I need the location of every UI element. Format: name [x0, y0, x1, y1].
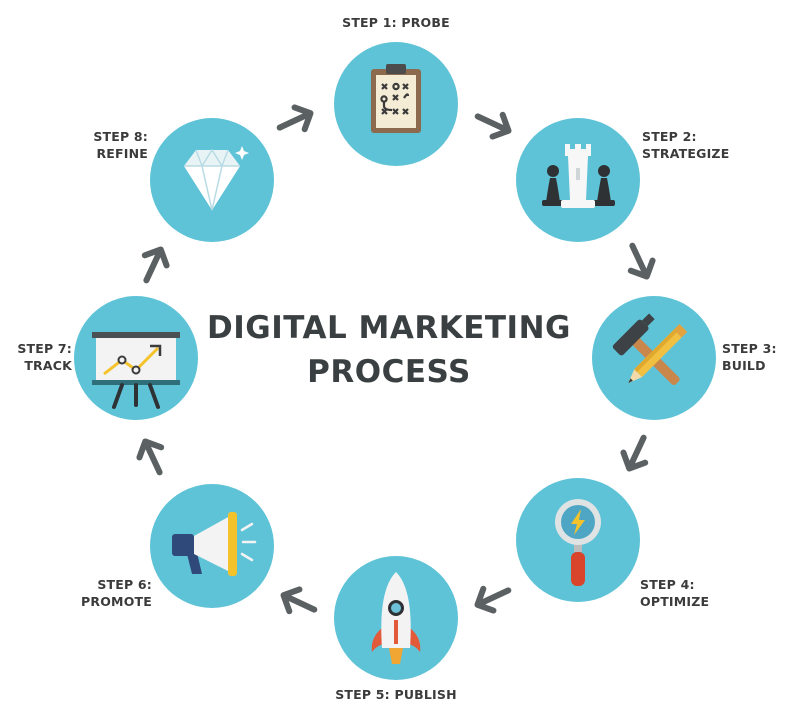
step-4-label: STEP 4:OPTIMIZE	[640, 577, 710, 609]
arrow-3-to-4-icon	[620, 434, 649, 472]
step-8-circle	[150, 118, 274, 242]
chart-easel-icon	[92, 332, 180, 409]
arrow-4-to-5-icon	[474, 585, 512, 614]
rocket-icon	[371, 572, 421, 664]
arrow-1-to-2-icon	[474, 111, 512, 140]
step-2-circle	[516, 118, 640, 242]
step-7-label: STEP 7:TRACK	[17, 341, 72, 373]
step-3-circle	[592, 296, 716, 420]
step-8-label: STEP 8:REFINE	[93, 129, 148, 161]
magnifier-lightning-icon	[555, 499, 601, 586]
title-line-1: DIGITAL MARKETING	[206, 310, 571, 346]
megaphone-icon	[172, 512, 257, 576]
step-2-label: STEP 2:STRATEGIZE	[642, 129, 730, 161]
arrow-8-to-1-icon	[276, 104, 314, 133]
arrow-5-to-6-icon	[280, 586, 318, 615]
step-6-label: STEP 6:PROMOTE	[81, 577, 152, 609]
step-5-circle	[334, 556, 458, 680]
step-1-circle	[334, 42, 458, 166]
diamond-icon	[184, 146, 249, 211]
step-6-circle	[150, 484, 274, 608]
step-5-label: STEP 5: PUBLISH	[335, 687, 457, 702]
chess-pieces-icon	[542, 144, 615, 208]
diagram-title: DIGITAL MARKETING PROCESS	[196, 306, 582, 394]
arrow-2-to-3-icon	[627, 242, 656, 280]
title-line-2: PROCESS	[307, 354, 471, 390]
arrow-7-to-8-icon	[141, 246, 170, 284]
arrow-6-to-7-icon	[136, 438, 165, 476]
clipboard-plan-icon	[371, 64, 421, 133]
step-4-circle	[516, 478, 640, 602]
step-3-label: STEP 3:BUILD	[722, 341, 777, 373]
hammer-pencil-icon	[612, 313, 688, 386]
step-1-label: STEP 1: PROBE	[342, 15, 450, 30]
step-7-circle	[74, 296, 198, 420]
